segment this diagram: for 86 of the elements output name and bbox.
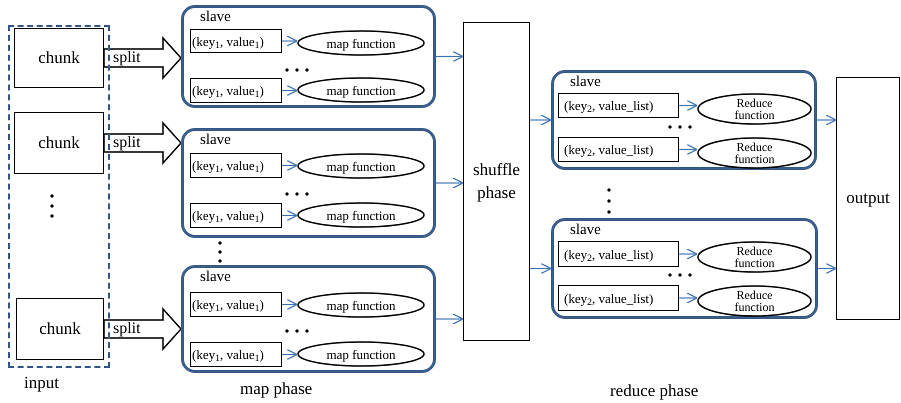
slave-box [181, 5, 436, 108]
function-label: Reduce function [734, 245, 776, 269]
arrow [282, 160, 298, 172]
phase-caption: map phase [240, 378, 312, 400]
key-value-label: (key$_{1}$, value$_{1}$) [192, 34, 264, 48]
function-label: Reduce function [734, 141, 776, 165]
arrow [818, 262, 837, 274]
function-ellipse [297, 77, 425, 103]
key-value-box [190, 203, 282, 228]
slave-box [181, 128, 436, 238]
group-label: input [24, 372, 59, 394]
edge-label: split [113, 50, 141, 66]
arrow [282, 35, 298, 47]
function-ellipse [297, 292, 425, 318]
function-ellipse [297, 202, 425, 228]
block-arrow [103, 121, 182, 165]
key-value-label: (key$_{1}$, value$_{1}$) [192, 159, 264, 172]
slave-label: slave [570, 73, 601, 92]
arrow [282, 84, 298, 96]
function-ellipse [697, 93, 812, 125]
key-value-box [558, 137, 679, 162]
key-value-label: (key$_{1}$, value$_{1}$) [192, 298, 264, 311]
arrow [679, 144, 698, 156]
slave-label: slave [570, 221, 601, 240]
function-ellipse [297, 153, 425, 179]
function-label: Reduce function [734, 289, 776, 313]
key-value-label: (key$_{2}$, value_list) [563, 248, 654, 260]
key-value-label: (key$_{1}$, value$_{1}$) [192, 348, 264, 361]
phase-label: shuffle phase [472, 159, 521, 204]
key-value-box [558, 241, 679, 267]
function-ellipse [297, 30, 425, 56]
key-value-label: (key$_{2}$, value_list) [563, 292, 654, 304]
slave-box [551, 70, 817, 170]
function-label: map function [326, 36, 396, 50]
key-value-label: (key$_{2}$, value_list) [563, 143, 654, 156]
arrow [679, 248, 698, 260]
arrow [282, 298, 298, 310]
arrow [436, 50, 464, 62]
slave-box [551, 218, 818, 319]
function-label: Reduce function [734, 97, 776, 121]
chunk-box [16, 298, 104, 360]
arrow [436, 177, 464, 189]
function-ellipse [697, 285, 812, 317]
arrow [530, 114, 552, 126]
function-ellipse [697, 241, 812, 273]
key-value-box [558, 93, 679, 118]
slave-box [181, 265, 436, 373]
function-label: map function [326, 160, 396, 172]
phase-caption: reduce phase [610, 380, 698, 402]
chunk-label: chunk [38, 47, 80, 70]
chunk-label: chunk [39, 318, 81, 340]
edge-label: split [113, 135, 141, 151]
function-label: map function [326, 298, 396, 312]
function-ellipse [297, 341, 425, 367]
key-value-label: (key$_{1}$, value$_{1}$) [192, 209, 264, 222]
slave-label: slave [200, 8, 231, 27]
slave-label: slave [200, 268, 231, 287]
arrow [282, 210, 298, 222]
key-value-box [190, 342, 282, 367]
key-value-box [190, 29, 282, 53]
function-label: map function [326, 348, 396, 360]
arrow [679, 292, 698, 304]
phase-box [836, 77, 900, 320]
slave-label: slave [200, 131, 231, 150]
edge-label: split [113, 321, 141, 337]
arrow [282, 348, 298, 360]
phase-box [463, 22, 530, 341]
function-ellipse [697, 137, 812, 169]
arrow [436, 313, 464, 325]
key-value-box [190, 292, 282, 317]
phase-label: output [845, 187, 891, 210]
key-value-box [190, 78, 282, 103]
arrow [817, 114, 837, 126]
chunk-label: chunk [38, 132, 80, 154]
function-label: map function [326, 84, 396, 96]
arrow [530, 262, 552, 274]
block-arrow [103, 307, 182, 351]
key-value-label: (key$_{2}$, value_list) [563, 99, 654, 112]
function-label: map function [326, 208, 396, 222]
key-value-box [190, 153, 282, 178]
arrow [679, 100, 698, 112]
chunk-box [14, 112, 104, 174]
key-value-box [558, 285, 679, 311]
chunk-box [14, 28, 104, 88]
key-value-label: (key$_{1}$, value$_{1}$) [192, 84, 264, 97]
block-arrow [103, 36, 182, 80]
